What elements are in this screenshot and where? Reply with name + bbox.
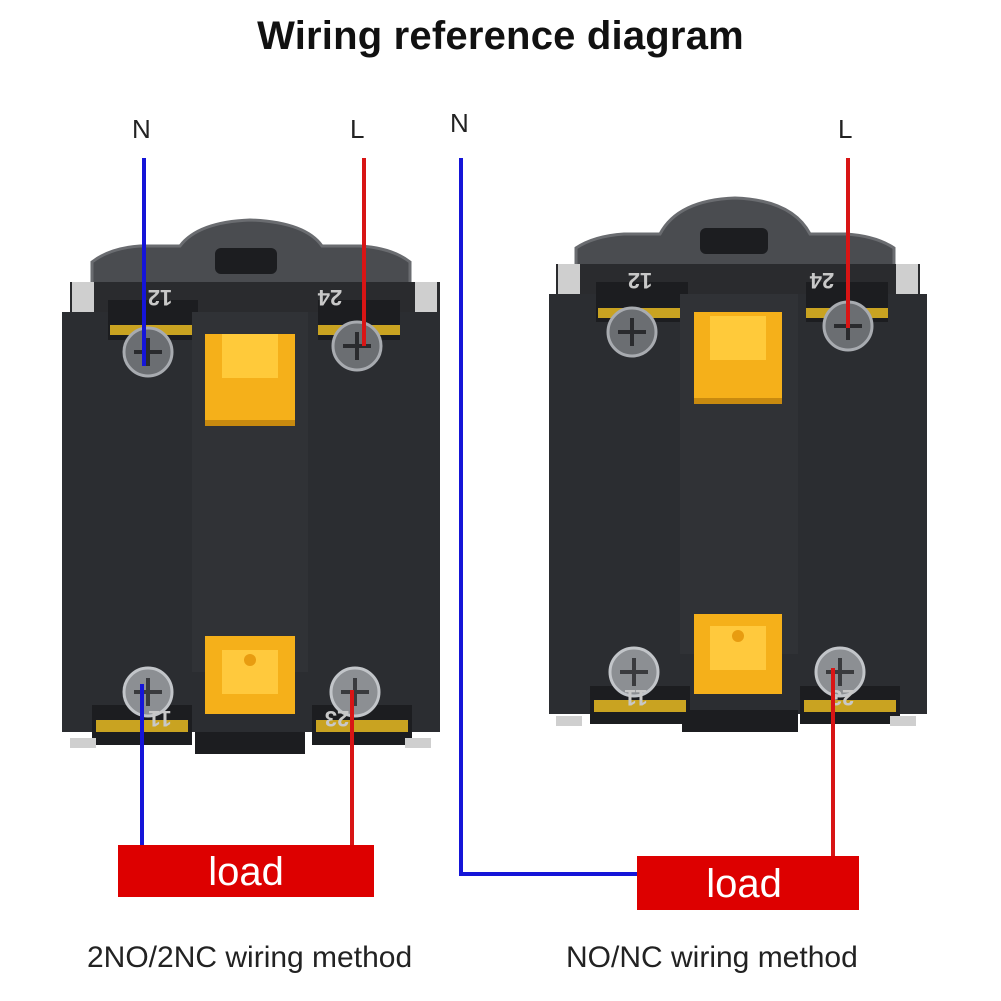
right-contact-block: 12 24 11 23 (549, 196, 927, 732)
left-load-box: load (118, 845, 374, 897)
right-terminal-12: 12 (628, 268, 652, 293)
right-terminal-24: 24 (809, 268, 834, 293)
right-screw-12 (606, 306, 658, 358)
right-load-box: load (637, 856, 859, 910)
left-screw-11 (122, 666, 174, 718)
left-terminal-11: 11 (148, 706, 171, 731)
right-wires (459, 158, 850, 876)
left-live-label: L (350, 114, 365, 144)
right-terminal-11: 11 (624, 685, 647, 710)
left-terminal-12: 12 (148, 285, 172, 310)
left-bottom-actuator (205, 636, 295, 714)
right-neutral-wire (459, 158, 638, 876)
left-terminal-23: 23 (325, 706, 349, 731)
left-screw-23 (329, 666, 381, 718)
diagram-title: Wiring reference diagram (257, 14, 744, 58)
left-top-actuator (205, 334, 295, 426)
left-wires (140, 158, 366, 846)
left-caption: 2NO/2NC wiring method (87, 941, 413, 974)
right-caption: NO/NC wiring method (566, 941, 858, 974)
right-load-label: load (706, 862, 782, 906)
right-bottom-actuator (694, 614, 782, 694)
right-screw-23 (814, 646, 866, 698)
right-top-actuator (694, 312, 782, 404)
left-terminal-24: 24 (317, 285, 342, 310)
right-live-label: L (838, 114, 853, 144)
right-screw-11 (608, 646, 660, 698)
left-screw-12 (122, 326, 174, 378)
left-contact-block: 12 24 11 23 (62, 218, 440, 754)
right-neutral-label: N (450, 108, 469, 138)
left-screw-24 (331, 320, 383, 372)
left-neutral-label: N (132, 114, 151, 144)
left-load-label: load (208, 850, 284, 894)
